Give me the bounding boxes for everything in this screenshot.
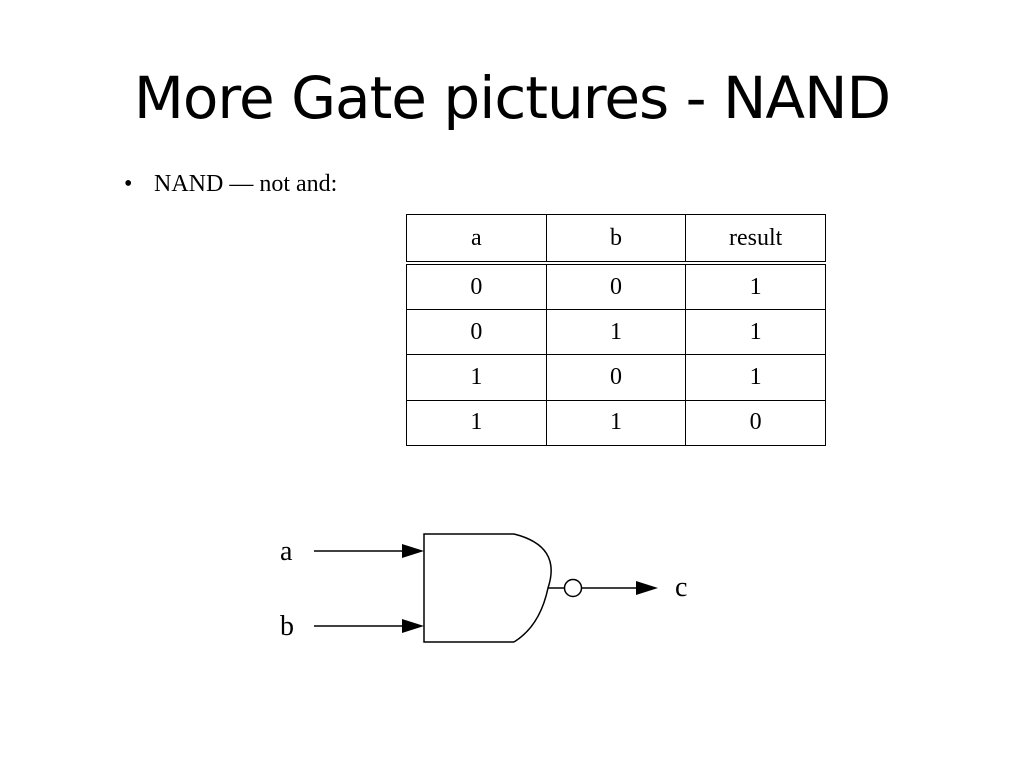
table-cell: 0 (545, 354, 687, 401)
header-b: b (545, 214, 687, 265)
bullet-item: • NAND — not and: (124, 168, 337, 200)
slide-title: More Gate pictures - NAND (133, 64, 891, 132)
table-cell: 1 (685, 354, 826, 401)
table-header-row: a b result (406, 214, 826, 265)
output-arrowhead (636, 581, 658, 595)
input-b-arrowhead (402, 619, 424, 633)
table-cell: 0 (406, 262, 547, 311)
input-a-arrowhead (402, 544, 424, 558)
table-cell: 1 (545, 399, 687, 447)
table-cell: 0 (545, 262, 687, 311)
table-cell: 1 (406, 399, 547, 447)
table-cell: 1 (545, 309, 687, 356)
table-row: 0 1 1 (406, 309, 826, 356)
table-row: 1 0 1 (406, 354, 826, 401)
nand-gate-diagram: a b c (280, 533, 687, 643)
table-cell: 1 (406, 354, 547, 401)
inversion-bubble (563, 578, 583, 598)
table-cell: 1 (685, 262, 826, 311)
header-a: a (406, 214, 547, 265)
output-c-label: c (675, 572, 687, 603)
bullet-text: NAND — not and: (154, 171, 338, 197)
bullet-dot: • (124, 171, 133, 197)
gate-curve (513, 533, 552, 643)
table-row: 1 1 0 (406, 399, 826, 447)
truth-table: a b result 0 0 1 0 1 1 1 0 1 1 1 0 (406, 214, 826, 447)
input-a-label: a (280, 536, 293, 567)
header-result: result (685, 214, 826, 265)
table-cell: 1 (685, 309, 826, 356)
table-cell: 0 (406, 309, 547, 356)
gate-body (423, 533, 514, 643)
table-cell: 0 (685, 399, 826, 447)
table-row: 0 0 1 (406, 262, 826, 311)
input-b-label: b (280, 611, 294, 642)
